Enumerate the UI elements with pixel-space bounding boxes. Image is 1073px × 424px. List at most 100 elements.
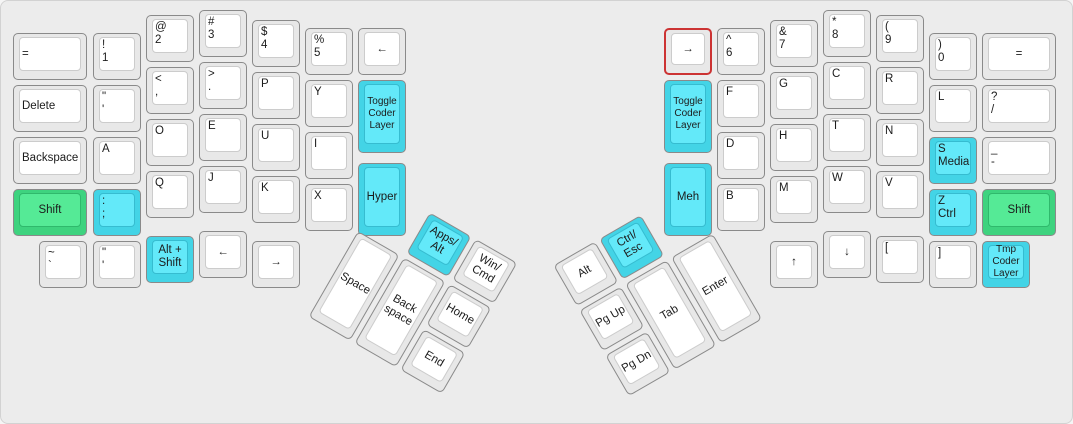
key-t[interactable]: T bbox=[823, 114, 871, 161]
key-d[interactable]: D bbox=[717, 132, 765, 179]
keycap-surface: Backspace bbox=[19, 141, 81, 175]
key-label-line: Alt bbox=[575, 262, 594, 280]
key-a[interactable]: A bbox=[93, 137, 141, 184]
keycap-surface: ↓ bbox=[829, 235, 865, 269]
key-h[interactable]: H bbox=[770, 124, 818, 171]
key-label-line: _ bbox=[991, 143, 998, 155]
key-legend: L bbox=[938, 91, 968, 121]
keycap-surface: M bbox=[776, 180, 812, 214]
key-question-slash[interactable]: ?/ bbox=[982, 85, 1056, 132]
key-quote-bottom[interactable]: "' bbox=[93, 241, 141, 288]
keycap-surface: Ctrl/Esc bbox=[606, 221, 655, 269]
key-n[interactable]: N bbox=[876, 119, 924, 166]
key-legend: Q bbox=[155, 177, 185, 207]
key-legend: End bbox=[414, 339, 455, 380]
key-label-line: L bbox=[938, 91, 945, 103]
key-label-line: < bbox=[155, 73, 162, 85]
key-period[interactable]: >. bbox=[199, 62, 247, 109]
key-down-arrow[interactable]: ↓ bbox=[823, 231, 871, 278]
key-4[interactable]: $4 bbox=[252, 20, 300, 67]
key-3[interactable]: #3 bbox=[199, 10, 247, 57]
key-l[interactable]: L bbox=[929, 85, 977, 132]
key-label-line: N bbox=[885, 125, 894, 137]
key-equals-right[interactable]: = bbox=[982, 33, 1056, 80]
key-comma[interactable]: <, bbox=[146, 67, 194, 114]
key-grave[interactable]: ~` bbox=[39, 241, 87, 288]
key-o[interactable]: O bbox=[146, 119, 194, 166]
key-up-arrow[interactable]: ↑ bbox=[770, 241, 818, 288]
key-7[interactable]: &7 bbox=[770, 20, 818, 67]
key-p[interactable]: P bbox=[252, 72, 300, 119]
key-delete[interactable]: Delete bbox=[13, 85, 87, 132]
key-legend: G bbox=[779, 78, 809, 108]
keycap-surface: F bbox=[723, 84, 759, 118]
key-6[interactable]: ^6 bbox=[717, 28, 765, 75]
key-semicolon[interactable]: :; bbox=[93, 189, 141, 236]
keycap-surface: K bbox=[258, 180, 294, 214]
key-shift-right[interactable]: Shift bbox=[982, 189, 1056, 236]
key-x[interactable]: X bbox=[305, 184, 353, 231]
key-legend: Meh bbox=[673, 169, 703, 225]
key-8[interactable]: *8 bbox=[823, 10, 871, 57]
key-shift-left[interactable]: Shift bbox=[13, 189, 87, 236]
key-v[interactable]: V bbox=[876, 171, 924, 218]
key-c[interactable]: C bbox=[823, 62, 871, 109]
key-label-line: 6 bbox=[726, 47, 733, 59]
key-right-bracket[interactable]: ] bbox=[929, 241, 977, 288]
key-q[interactable]: Q bbox=[146, 171, 194, 218]
key-legend: Alt bbox=[564, 251, 605, 292]
key-w[interactable]: W bbox=[823, 166, 871, 213]
key-e[interactable]: E bbox=[199, 114, 247, 161]
key-label-line: V bbox=[885, 177, 893, 189]
key-9[interactable]: (9 bbox=[876, 15, 924, 62]
keycap-surface: Meh bbox=[670, 167, 706, 227]
key-legend: ~` bbox=[48, 247, 78, 277]
key-underscore-dash[interactable]: _- bbox=[982, 137, 1056, 184]
key-m[interactable]: M bbox=[770, 176, 818, 223]
key-b[interactable]: B bbox=[717, 184, 765, 231]
keycap-surface: &7 bbox=[776, 24, 812, 58]
key-label-line: ^ bbox=[726, 34, 732, 46]
key-label-line: Shift bbox=[158, 257, 182, 269]
key-f[interactable]: F bbox=[717, 80, 765, 127]
key-quote[interactable]: "' bbox=[93, 85, 141, 132]
key-k[interactable]: K bbox=[252, 176, 300, 223]
key-left-bracket[interactable]: [ bbox=[876, 236, 924, 283]
key-legend: U bbox=[261, 130, 291, 160]
key-u[interactable]: U bbox=[252, 124, 300, 171]
key-label-line: ! bbox=[102, 39, 106, 51]
key-g[interactable]: G bbox=[770, 72, 818, 119]
key-r[interactable]: R bbox=[876, 67, 924, 114]
key-label-line: → bbox=[682, 42, 694, 55]
key-label-line: / bbox=[991, 104, 995, 116]
key-label-line: B bbox=[726, 190, 734, 202]
key-left-arrow-bottom[interactable]: ← bbox=[199, 231, 247, 278]
key-right-arrow-top[interactable]: → bbox=[664, 28, 712, 75]
key-legend: N bbox=[885, 125, 915, 155]
key-left-arrow-top[interactable]: ← bbox=[358, 28, 406, 75]
key-j[interactable]: J bbox=[199, 166, 247, 213]
key-right-arrow-bottom[interactable]: → bbox=[252, 241, 300, 288]
key-alt-shift[interactable]: Alt +Shift bbox=[146, 236, 194, 283]
key-i[interactable]: I bbox=[305, 132, 353, 179]
keycap-surface: ← bbox=[205, 235, 241, 269]
key-legend: B bbox=[726, 190, 756, 220]
key-2[interactable]: @2 bbox=[146, 15, 194, 62]
key-y[interactable]: Y bbox=[305, 80, 353, 127]
keycap-surface: W bbox=[829, 170, 865, 204]
key-label-line: 9 bbox=[885, 34, 892, 46]
key-equals-left[interactable]: = bbox=[13, 33, 87, 80]
key-0[interactable]: )0 bbox=[929, 33, 977, 80]
key-5[interactable]: %5 bbox=[305, 28, 353, 75]
key-1[interactable]: !1 bbox=[93, 33, 141, 80]
key-meh[interactable]: Meh bbox=[664, 163, 712, 236]
key-backspace-left[interactable]: Backspace bbox=[13, 137, 87, 184]
key-hyper[interactable]: Hyper bbox=[358, 163, 406, 236]
